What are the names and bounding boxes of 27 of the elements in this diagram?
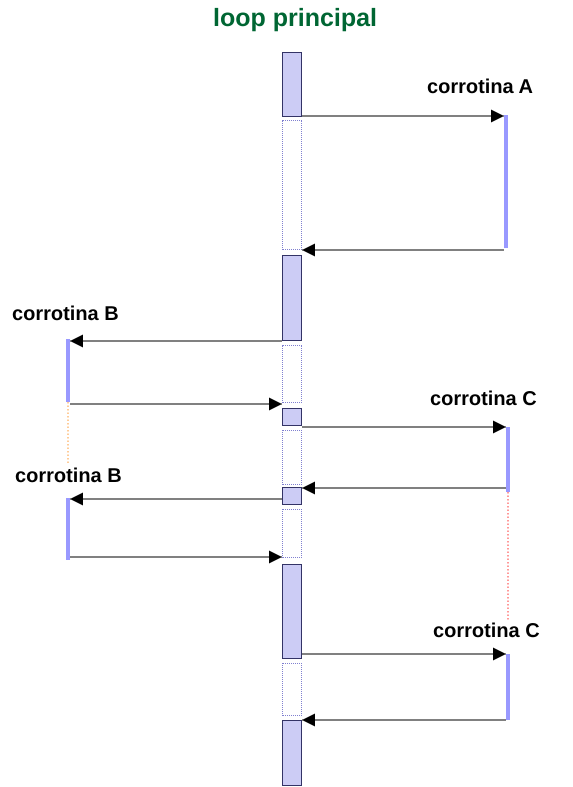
coroutine-label: corrotina C — [433, 620, 540, 643]
coroutine-label: corrotina B — [15, 465, 122, 488]
diagram-title: loop principal — [212, 4, 378, 33]
activation-box — [282, 720, 302, 786]
activation-box — [282, 255, 302, 341]
activation-box — [282, 408, 302, 426]
activation-box — [282, 52, 302, 117]
arrow — [70, 492, 282, 506]
coroutine-label: corrotina A — [427, 76, 533, 99]
arrow — [302, 482, 506, 494]
arrow — [302, 420, 506, 434]
arrow — [302, 244, 504, 256]
coroutine-label: corrotina B — [12, 303, 119, 326]
activation-box — [282, 487, 302, 505]
arrow — [70, 550, 282, 564]
suspended-box — [282, 345, 302, 403]
coroutine-label: corrotina C — [430, 388, 537, 411]
suspended-box — [282, 509, 302, 558]
suspended-box — [282, 430, 302, 485]
arrow — [302, 648, 506, 660]
arrow — [70, 398, 282, 410]
suspended-box — [282, 663, 302, 716]
arrow — [302, 714, 506, 726]
arrow — [302, 110, 504, 122]
suspended-box — [282, 120, 302, 250]
arrow — [70, 334, 282, 348]
activation-box — [282, 564, 302, 659]
